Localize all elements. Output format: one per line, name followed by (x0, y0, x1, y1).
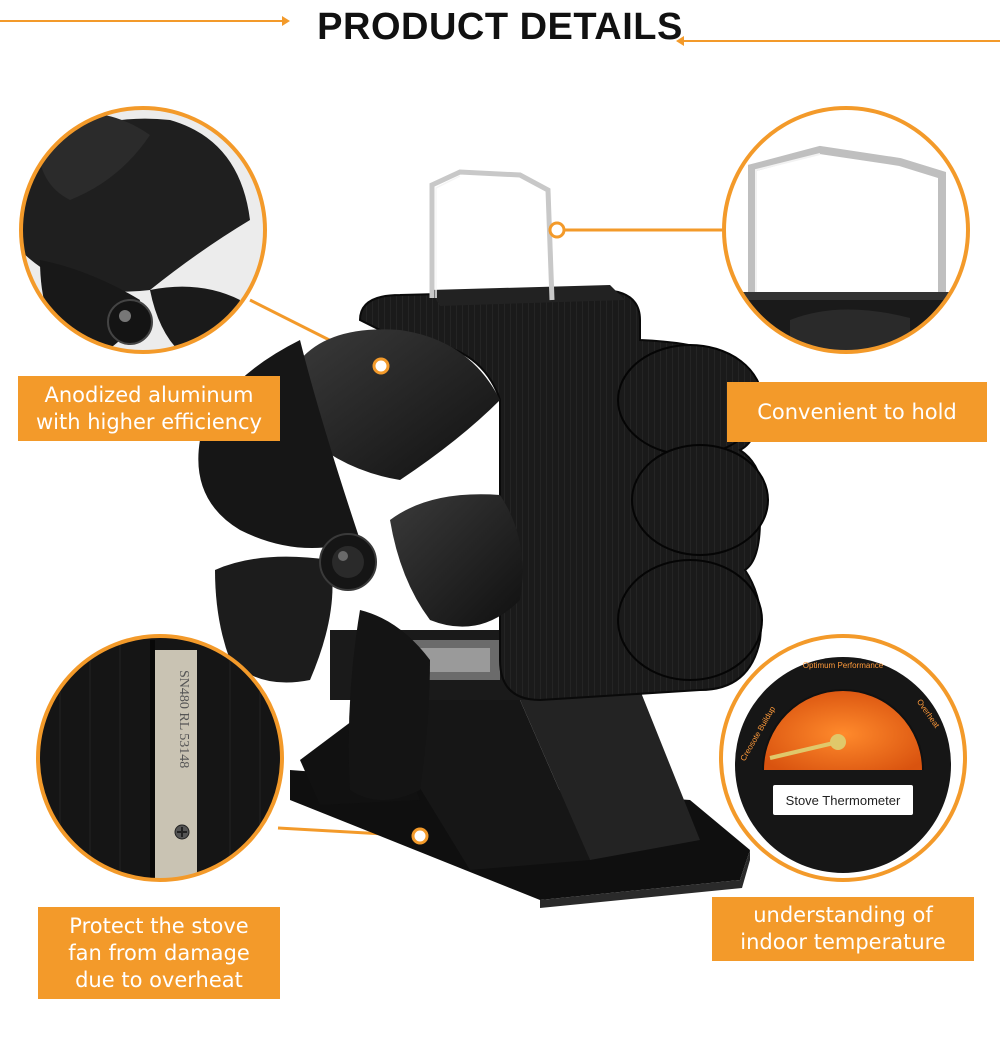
stove-fan-image (198, 169, 769, 908)
callout-temperature: understanding of indoor temperature (712, 897, 974, 961)
blade-closeup (19, 106, 267, 354)
base-marker-dot (411, 827, 429, 845)
thermometer-label: Stove Thermometer (786, 793, 901, 808)
page-title: PRODUCT DETAILS (317, 6, 683, 48)
title-arrow-right (676, 36, 1000, 46)
callout-hold-line1: Convenient to hold (757, 399, 957, 424)
thermometer-arc-top: Optimum Performance (803, 661, 884, 670)
handle-closeup (722, 106, 970, 354)
callout-temperature-line2: indoor temperature (740, 930, 946, 954)
callout-protect-line3: due to overheat (75, 967, 243, 992)
callout-protect: Protect the stove fan from damage due to… (38, 907, 280, 999)
blade-marker-dot (372, 357, 390, 375)
title-arrow-left (0, 16, 290, 26)
callout-temperature-line1: understanding of (753, 903, 933, 927)
handle-marker-dot (548, 221, 566, 239)
callout-protect-line2: fan from damage (68, 940, 250, 965)
callout-anodized: Anodized aluminum with higher efficiency (18, 376, 280, 441)
callout-protect-line1: Protect the stove (69, 913, 249, 938)
callout-anodized-line2: with higher efficiency (35, 409, 263, 434)
thermometer-closeup: Stove Thermometer Optimum Performance Cr… (719, 634, 967, 882)
callout-anodized-line1: Anodized aluminum (44, 382, 254, 407)
callout-hold: Convenient to hold (727, 382, 987, 442)
plate-serial-text: SN480 RL 53148 (176, 670, 191, 768)
plate-closeup: SN480 RL 53148 (36, 634, 284, 882)
